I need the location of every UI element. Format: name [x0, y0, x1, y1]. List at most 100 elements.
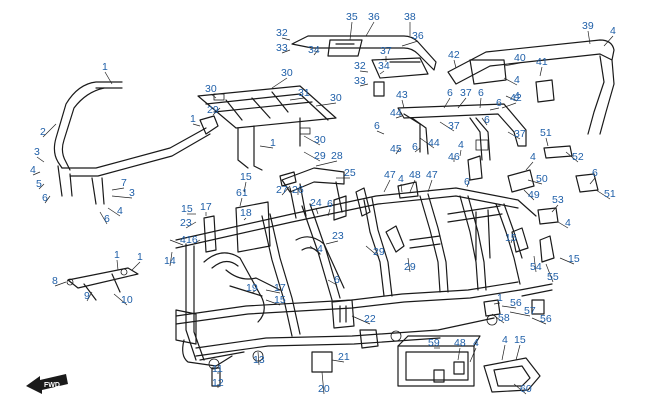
callout-leader-line [212, 107, 221, 116]
rear-skid-plate [483, 357, 541, 393]
part-callout-59: 59 [428, 337, 440, 349]
part-callout-6: 6 [592, 167, 598, 179]
callout-leader-line [327, 279, 338, 286]
callout-leader-line [395, 147, 401, 155]
callout-leader-line [359, 83, 369, 87]
part-callout-4: 4 [514, 90, 520, 102]
callout-leader-line [315, 207, 319, 215]
callout-leader-line [113, 293, 128, 306]
callout-leader-line [503, 62, 521, 67]
part-callout-30: 30 [330, 92, 342, 104]
callout-leader-line [107, 207, 121, 217]
part-callout-15: 15 [514, 334, 526, 346]
part-callout-44: 44 [428, 137, 440, 149]
part-callout-58: 58 [498, 312, 510, 324]
callout-leader-line [466, 177, 471, 188]
callout-leader-line [589, 177, 596, 185]
part-callout-6: 6 [42, 192, 48, 204]
part-callout-1: 1 [190, 113, 196, 125]
callout-leader-line [525, 161, 534, 171]
part-callout-30: 30 [281, 67, 293, 79]
callout-leader-line [539, 66, 543, 77]
part-callout-6: 6 [327, 198, 333, 210]
callout-leader-line [351, 315, 371, 325]
part-callout-28: 28 [331, 150, 343, 162]
callout-leader-line [265, 299, 281, 306]
part-callout-25: 25 [344, 167, 356, 179]
part-callout-29: 29 [404, 261, 416, 273]
part-callout-47: 47 [426, 169, 438, 181]
part-callout-34: 34 [308, 44, 320, 56]
part-callout-6: 6 [412, 141, 418, 153]
middle-cross-bar [397, 103, 527, 161]
callout-leader-line [315, 102, 337, 107]
callout-leader-line [32, 171, 41, 176]
callout-leader-line [459, 149, 462, 157]
part-callout-18: 18 [240, 207, 252, 219]
callout-leader-line [315, 160, 338, 167]
part-callout-50: 50 [536, 173, 548, 185]
callout-leader-line [116, 259, 119, 271]
part-callout-10: 10 [121, 294, 133, 306]
part-callout-48: 48 [454, 337, 466, 349]
callout-leader-line [407, 257, 411, 273]
part-callout-61: 61 [236, 187, 248, 199]
callout-leader-line [309, 245, 321, 255]
callout-leader-line [243, 217, 247, 221]
part-callout-26: 26 [292, 184, 304, 196]
part-callout-1: 1 [102, 61, 108, 73]
callout-leader-line [501, 305, 517, 309]
part-callout-37: 37 [514, 128, 526, 140]
part-callout-4: 4 [473, 337, 479, 349]
part-callout-54: 54 [530, 261, 542, 273]
callout-leader-line [36, 156, 45, 163]
part-callout-7: 7 [121, 177, 127, 189]
callout-leader-line [54, 281, 67, 287]
part-callout-1: 1 [137, 251, 143, 263]
callout-leader-line [303, 135, 321, 146]
callout-leader-line [489, 107, 500, 111]
callout-leader-line [565, 151, 579, 163]
callout-leader-line [523, 189, 535, 201]
part-callout-48: 48 [409, 169, 421, 181]
callout-leader-line [44, 195, 51, 204]
callout-leader-line [457, 97, 467, 109]
part-callout-15: 15 [274, 294, 286, 306]
callout-leader-line [457, 347, 461, 361]
callout-leader-line [99, 211, 108, 225]
part-callout-37: 37 [448, 120, 460, 132]
part-callout-3: 3 [129, 187, 135, 199]
callout-leader-line [545, 137, 549, 147]
part-callout-17: 17 [274, 282, 286, 294]
callout-leader-line [42, 123, 57, 138]
part-callout-40: 40 [514, 52, 526, 64]
part-callout-1: 1 [270, 137, 276, 149]
callout-leader-line [325, 240, 339, 245]
rear-mudguard-bracket [397, 335, 481, 387]
part-callout-11: 11 [212, 363, 223, 375]
part-callout-56: 56 [510, 297, 522, 309]
callout-leader-line [401, 99, 405, 109]
callout-leader-line [111, 195, 133, 199]
part-callout-30: 30 [314, 134, 326, 146]
callout-leader-line [501, 102, 517, 109]
upper-roll-bar [291, 35, 437, 97]
callout-leader-line [191, 239, 201, 246]
part-callout-6: 6 [447, 87, 453, 99]
part-callout-49: 49 [528, 189, 540, 201]
callout-leader-line [409, 179, 416, 193]
callout-leader-line [427, 179, 433, 193]
part-callout-46: 46 [448, 151, 460, 163]
callout-leader-line [510, 239, 513, 244]
callout-leader-line [513, 383, 527, 395]
part-callout-6: 6 [464, 176, 470, 188]
part-callout-4: 4 [610, 25, 616, 37]
part-callout-44: 44 [390, 107, 402, 119]
front-upper-hoop [279, 167, 345, 219]
part-callout-5: 5 [36, 178, 42, 190]
callout-leader-line [603, 35, 614, 47]
callout-leader-line [503, 77, 518, 86]
callout-leader-line [327, 208, 331, 217]
part-callout-36: 36 [368, 11, 380, 23]
part-callout-24: 24 [310, 197, 322, 209]
